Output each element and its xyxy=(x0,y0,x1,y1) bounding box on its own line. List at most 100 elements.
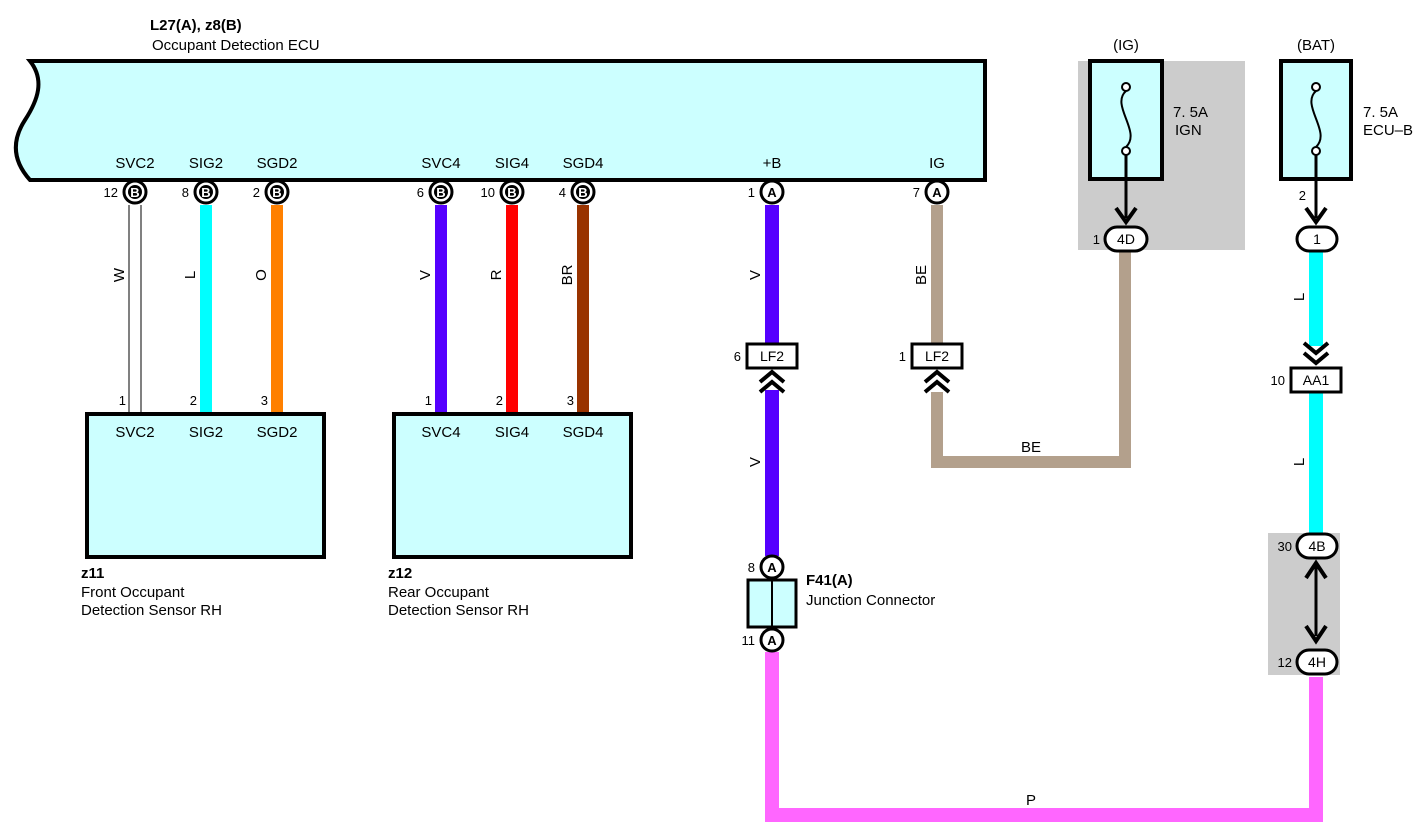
ecu-terminal-ig-label: IG xyxy=(929,155,945,172)
ecu-terminal-plusb-label: +B xyxy=(763,155,782,172)
ecu-terminal-sgd2-label: SGD2 xyxy=(257,155,298,172)
fuse-ig-connector-4d: 4D 1 xyxy=(1093,225,1149,253)
ecu-pin-sgd4: B 4 xyxy=(559,179,596,205)
svg-text:B: B xyxy=(201,185,210,200)
ecu-terminal-svc4-label: SVC4 xyxy=(421,155,460,172)
svg-text:B: B xyxy=(436,185,445,200)
wire-pink-bottom xyxy=(765,652,1323,822)
sensor-z11-pin2: 2 xyxy=(190,393,197,408)
sensor-z11-ref: z11 xyxy=(81,565,104,582)
plug-chevron-icon xyxy=(923,369,951,394)
svg-text:8: 8 xyxy=(182,185,189,200)
sensor-z12-body xyxy=(392,412,633,559)
fuse-bat-name: ECU–B xyxy=(1363,122,1413,139)
wire-code-sgd2: O xyxy=(253,269,270,281)
plug-chevron-icon xyxy=(1302,341,1330,366)
fuse-bat-connector-1: 1 xyxy=(1295,225,1339,253)
svg-text:A: A xyxy=(932,185,942,200)
fuse-ig xyxy=(1088,59,1164,226)
svg-text:8: 8 xyxy=(748,560,755,575)
fuse-bat-group: (BAT) xyxy=(1297,37,1335,54)
sensor-z11-name-1: Front Occupant xyxy=(81,584,185,601)
sensor-z12-name-2: Detection Sensor RH xyxy=(388,602,529,619)
fuse-icon xyxy=(1310,90,1322,148)
ecu-terminal-sig4-label: SIG4 xyxy=(495,155,529,172)
wire-code-svc4: V xyxy=(417,270,434,280)
wire-code-pink: P xyxy=(1026,792,1036,809)
svg-text:12: 12 xyxy=(1278,655,1292,670)
junction-block-4h: 4H 12 xyxy=(1278,648,1339,676)
ecu-pin-sgd2: B 2 xyxy=(253,179,290,205)
svg-text:2: 2 xyxy=(253,185,260,200)
arrow-down-icon xyxy=(1304,624,1328,645)
fuse-ig-name: IGN xyxy=(1175,122,1202,139)
svg-text:A: A xyxy=(767,633,777,648)
wire-code-sgd4: BR xyxy=(559,264,576,285)
ecu-pin-svc2: B 12 xyxy=(104,179,148,205)
fuse-bat xyxy=(1279,59,1353,226)
ecu-pin-sig4: B 10 xyxy=(481,179,525,205)
wire-ig-horizontal xyxy=(931,250,1131,468)
wire-code-svc2: W xyxy=(111,267,128,282)
svg-text:LF2: LF2 xyxy=(925,348,949,364)
sensor-z12-name-1: Rear Occupant xyxy=(388,584,490,601)
svg-text:LF2: LF2 xyxy=(760,348,784,364)
arrow-down-icon xyxy=(1114,206,1138,226)
wire-code-ig-vertical: BE xyxy=(913,265,930,285)
junction-block-4b: 4B 30 xyxy=(1278,532,1339,560)
fuse-ig-group: (IG) xyxy=(1113,37,1139,54)
ecu-pin-plusb: A 1 xyxy=(748,179,785,205)
fuse-bat-rating: 7. 5A xyxy=(1363,104,1398,121)
arrow-down-icon xyxy=(1304,206,1328,226)
svg-text:1: 1 xyxy=(1093,232,1100,247)
sensor-z11-term-sig2: SIG2 xyxy=(189,424,223,441)
fuse-ig-rating: 7. 5A xyxy=(1173,104,1208,121)
ecu-terminal-svc2-label: SVC2 xyxy=(115,155,154,172)
svg-text:B: B xyxy=(578,185,587,200)
ecu-name: Occupant Detection ECU xyxy=(152,37,320,54)
svg-text:7: 7 xyxy=(913,185,920,200)
svg-text:1: 1 xyxy=(899,349,906,364)
svg-text:30: 30 xyxy=(1278,539,1292,554)
svg-text:A: A xyxy=(767,560,777,575)
svg-text:1: 1 xyxy=(1313,231,1321,247)
ecu-body xyxy=(13,59,987,182)
sensor-z12-ref: z12 xyxy=(388,565,412,582)
svg-text:4: 4 xyxy=(559,185,566,200)
sensor-z11-pin3: 3 xyxy=(261,393,268,408)
svg-text:1: 1 xyxy=(748,185,755,200)
ecu-ref: L27(A), z8(B) xyxy=(150,17,242,34)
svg-text:10: 10 xyxy=(481,185,495,200)
sensor-z11-name-2: Detection Sensor RH xyxy=(81,602,222,619)
ecu-pin-ig: A 7 xyxy=(913,179,950,205)
plug-chevron-icon xyxy=(758,369,786,394)
svg-text:4B: 4B xyxy=(1308,538,1325,554)
inline-connector-aa1: AA1 10 xyxy=(1271,341,1343,394)
wire-code-plusb-upper: V xyxy=(747,270,764,280)
svg-text:10: 10 xyxy=(1271,373,1285,388)
svg-text:6: 6 xyxy=(417,185,424,200)
fuse-bat-pin: 2 xyxy=(1299,188,1306,203)
sensor-z12-term-sgd4: SGD4 xyxy=(563,424,604,441)
sensor-z12-pin1: 1 xyxy=(425,393,432,408)
wire-code-sig2: L xyxy=(182,271,199,279)
svg-text:12: 12 xyxy=(104,185,118,200)
wire-code-plusb-lower: V xyxy=(747,457,764,467)
wire-code-sig4: R xyxy=(488,269,505,280)
wire-svc2 xyxy=(128,205,142,414)
svg-text:4H: 4H xyxy=(1308,654,1326,670)
sensor-z12-term-svc4: SVC4 xyxy=(421,424,460,441)
wire-code-ig-horizontal: BE xyxy=(1021,439,1041,456)
svg-text:AA1: AA1 xyxy=(1303,372,1330,388)
inline-connector-lf2-plusb: LF2 6 xyxy=(734,342,799,394)
svg-text:11: 11 xyxy=(742,633,756,648)
inline-connector-lf2-ig: LF2 1 xyxy=(899,342,964,394)
ecu-pin-svc4: B 6 xyxy=(417,179,454,205)
sensor-z11-body xyxy=(85,412,326,559)
svg-text:A: A xyxy=(767,185,777,200)
ecu-pin-sig2: B 8 xyxy=(182,179,219,205)
junction-connector-f41: A 8 A 11 xyxy=(742,554,798,653)
sensor-z12-pin2: 2 xyxy=(496,393,503,408)
sensor-z12-term-sig4: SIG4 xyxy=(495,424,529,441)
